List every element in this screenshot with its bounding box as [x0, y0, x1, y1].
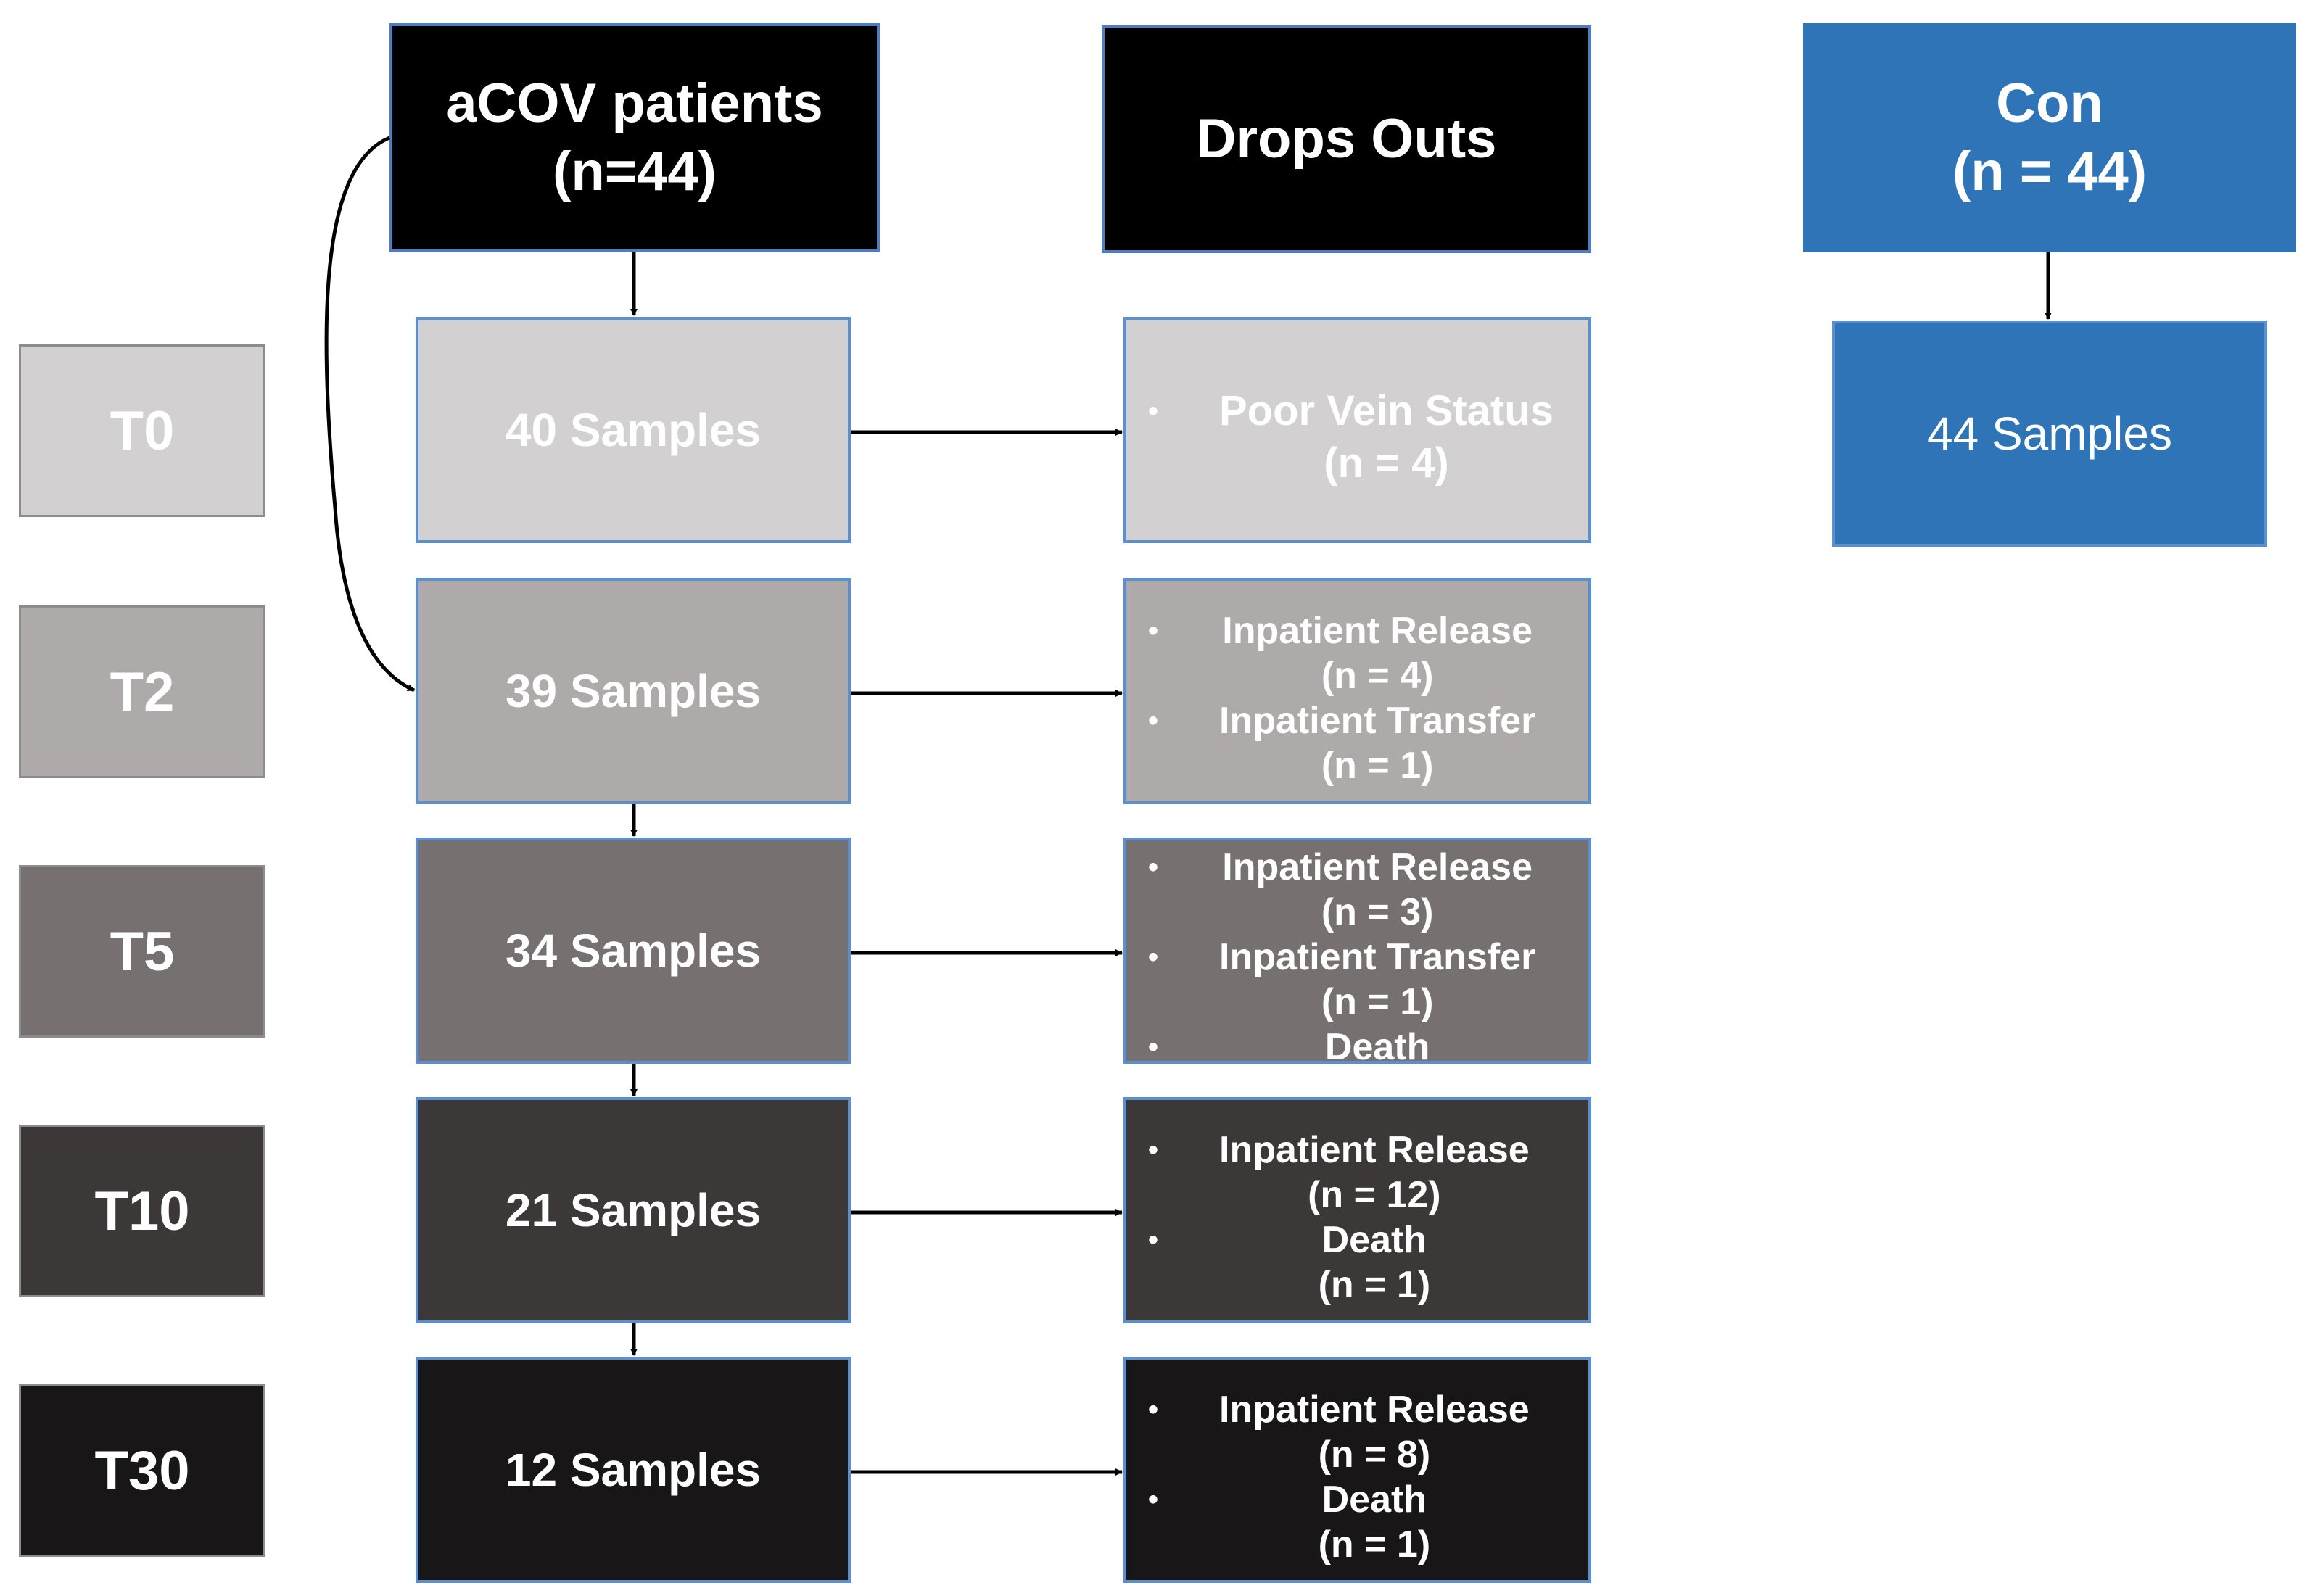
dropout-reason-item: Death(n = 1) — [1126, 1477, 1530, 1567]
dropout-count: (n = 1) — [1318, 1523, 1431, 1566]
dropout-reason-item: Inpatient Release(n = 12) — [1126, 1128, 1530, 1217]
control-header: Con (n = 44) — [1803, 23, 2296, 252]
timepoint-label-text: T30 — [94, 1439, 190, 1502]
samples-box-t5: 34 Samples — [416, 838, 851, 1064]
dropout-reason: Death — [1321, 1219, 1427, 1261]
control-header-count: (n = 44) — [1952, 141, 2148, 202]
samples-count: 40 Samples — [505, 404, 762, 456]
patients-header-count: (n=44) — [553, 141, 717, 202]
samples-count: 12 Samples — [505, 1444, 762, 1496]
samples-box-t30: 12 Samples — [416, 1357, 851, 1583]
timepoint-label-t5: T5 — [19, 865, 265, 1038]
patients-header-title: aCOV patients — [446, 73, 823, 134]
dropout-count: (n = 12) — [1308, 1174, 1441, 1216]
dropout-reason-item: Inpatient Transfer(n = 1) — [1126, 698, 1535, 788]
timepoint-label-t10: T10 — [19, 1125, 265, 1297]
dropouts-box-t30: Inpatient Release(n = 8)Death(n = 1) — [1123, 1357, 1591, 1583]
samples-box-t2: 39 Samples — [416, 578, 851, 804]
dropout-reason: Inpatient Release — [1222, 610, 1533, 652]
dropout-count: (n = 1) — [1318, 1264, 1431, 1306]
dropouts-box-t10: Inpatient Release(n = 12)Death(n = 1) — [1123, 1097, 1591, 1323]
dropout-reason: Inpatient Transfer — [1219, 700, 1536, 742]
dropout-reason-item: Inpatient Release(n = 8) — [1126, 1387, 1530, 1477]
timepoint-label-text: T2 — [110, 661, 175, 723]
dropouts-box-t2: Inpatient Release(n = 4)Inpatient Transf… — [1123, 578, 1591, 804]
dropout-count: (n = 1) — [1321, 745, 1434, 787]
dropout-count: (n = 4) — [1324, 439, 1449, 487]
timepoint-label-t2: T2 — [19, 605, 265, 778]
control-samples-label: 44 Samples — [1927, 408, 2172, 460]
timepoint-label-t0: T0 — [19, 344, 265, 517]
dropout-reason: Death — [1324, 1026, 1430, 1068]
timepoint-label-text: T0 — [110, 400, 175, 462]
dropout-count: (n = 4) — [1321, 655, 1434, 697]
control-header-title: Con — [1996, 73, 2103, 134]
dropout-reason: Inpatient Release — [1219, 1129, 1530, 1171]
samples-count: 39 Samples — [505, 665, 762, 717]
dropout-reason-item: Death(n = 1) — [1126, 1217, 1530, 1307]
dropout-count: (n = 3) — [1321, 891, 1434, 933]
samples-box-t0: 40 Samples — [416, 317, 851, 543]
dropouts-header: Drops Outs — [1102, 25, 1591, 253]
patients-header: aCOV patients (n=44) — [389, 23, 880, 252]
dropout-reason-list: Inpatient Release(n = 12)Death(n = 1) — [1126, 1128, 1530, 1307]
dropout-reason-list: Inpatient Release(n = 3)Inpatient Transf… — [1126, 845, 1535, 1115]
dropout-reason-item: Inpatient Transfer(n = 1) — [1126, 935, 1535, 1025]
dropout-reason-item: Inpatient Release(n = 4) — [1126, 608, 1535, 698]
samples-count: 34 Samples — [505, 925, 762, 977]
dropout-reason: Inpatient Transfer — [1219, 936, 1536, 978]
dropout-reason-item: Inpatient Release(n = 3) — [1126, 845, 1535, 935]
dropouts-box-t5: Inpatient Release(n = 3)Inpatient Transf… — [1123, 838, 1591, 1113]
dropout-reason: Death — [1321, 1479, 1427, 1521]
dropout-reason-item: Poor Vein Status (n = 4) — [1126, 385, 1554, 489]
dropout-reason-list: Inpatient Release(n = 8)Death(n = 1) — [1126, 1387, 1530, 1567]
dropout-reason: Inpatient Release — [1219, 1389, 1530, 1431]
dropout-reason-list: Inpatient Release(n = 4)Inpatient Transf… — [1126, 608, 1535, 788]
dropouts-box-t0: Poor Vein Status (n = 4) — [1123, 317, 1591, 543]
timepoint-label-text: T5 — [110, 920, 175, 983]
dropouts-header-title: Drops Outs — [1196, 108, 1497, 170]
dropout-count: (n = 8) — [1318, 1434, 1431, 1476]
timepoint-label-t30: T30 — [19, 1384, 265, 1557]
samples-box-t10: 21 Samples — [416, 1097, 851, 1323]
dropout-reason: Poor Vein Status — [1219, 387, 1554, 434]
samples-count: 21 Samples — [505, 1184, 762, 1236]
timepoint-label-text: T10 — [94, 1180, 190, 1242]
dropout-count: (n = 1) — [1321, 981, 1434, 1023]
dropout-reason-list: Poor Vein Status (n = 4) — [1126, 385, 1554, 489]
control-samples-box: 44 Samples — [1832, 321, 2267, 547]
dropout-reason: Inpatient Release — [1222, 846, 1533, 888]
